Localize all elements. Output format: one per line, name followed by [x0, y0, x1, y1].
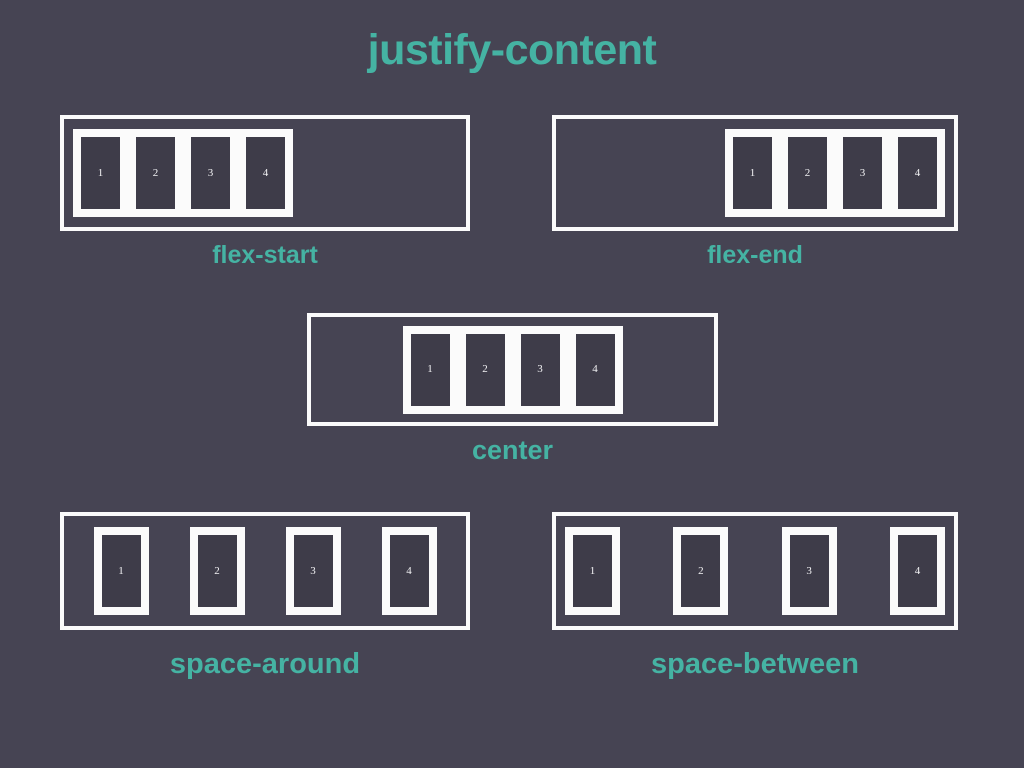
flex-box-label: 4 — [914, 564, 921, 577]
flex-box: 4 — [381, 527, 437, 615]
flex-container-space-around: 1 2 3 4 — [60, 512, 470, 630]
flex-box: 3 — [183, 129, 238, 217]
flex-box-label: 3 — [310, 564, 316, 577]
flex-box-label: 3 — [806, 564, 812, 577]
flex-container-flex-start: 1 2 3 4 — [60, 115, 470, 231]
flex-box-label: 4 — [406, 564, 412, 577]
flex-box-label: 4 — [592, 363, 598, 375]
demo-caption-center: center — [471, 435, 554, 465]
flex-box: 4 — [567, 325, 623, 414]
flex-box: 1 — [93, 527, 149, 615]
flex-box-label: 2 — [698, 564, 704, 577]
flex-box: 3 — [285, 527, 341, 615]
flex-box: 3 — [781, 527, 837, 615]
demo-flex-end: 1 2 3 4 flex-end — [552, 115, 958, 270]
flex-box-label: 2 — [482, 363, 488, 375]
flex-box: 3 — [512, 325, 568, 414]
flex-box: 4 — [238, 129, 293, 217]
flex-box: 4 — [890, 129, 945, 217]
flex-box-label: 3 — [859, 166, 866, 179]
flex-box-label: 2 — [214, 564, 220, 577]
flex-box-label: 3 — [537, 363, 543, 375]
flex-container-flex-end: 1 2 3 4 — [552, 115, 958, 231]
demo-space-between: 1 2 3 4 space-between — [552, 512, 958, 681]
flex-box: 2 — [673, 527, 729, 615]
flex-box: 3 — [835, 129, 890, 217]
demo-caption-flex-start: flex-start — [212, 241, 318, 269]
flex-box-label: 1 — [97, 166, 104, 179]
flex-container-center: 1 2 3 4 — [307, 313, 718, 426]
flex-box: 1 — [402, 325, 458, 414]
demo-flex-start: 1 2 3 4 flex-start — [60, 115, 470, 270]
flex-box-label: 1 — [749, 166, 756, 179]
flex-box: 2 — [457, 325, 513, 414]
flex-box-label: 4 — [914, 166, 921, 179]
flex-box: 2 — [128, 129, 183, 217]
flex-box-label: 4 — [262, 166, 269, 179]
page-title: justify-content — [367, 26, 657, 74]
flex-box-label: 1 — [427, 363, 433, 375]
demo-space-around: 1 2 3 4 space-around — [60, 512, 470, 681]
flex-box: 2 — [780, 129, 835, 217]
flex-box: 4 — [889, 527, 945, 615]
flex-box: 1 — [73, 129, 128, 217]
demo-caption-space-between: space-between — [651, 648, 859, 680]
flex-box-label: 1 — [118, 564, 124, 577]
flex-box-label: 1 — [589, 564, 596, 577]
demo-caption-flex-end: flex-end — [707, 241, 803, 269]
demo-center: 1 2 3 4 center — [307, 313, 718, 466]
demo-caption-space-around: space-around — [169, 648, 361, 680]
flex-container-space-between: 1 2 3 4 — [552, 512, 958, 630]
flex-box-label: 3 — [207, 166, 214, 179]
flex-box: 2 — [189, 527, 245, 615]
flex-box: 1 — [565, 527, 620, 615]
flex-box-label: 2 — [804, 166, 811, 179]
flex-box-label: 2 — [152, 166, 159, 179]
flex-box: 1 — [725, 129, 780, 217]
